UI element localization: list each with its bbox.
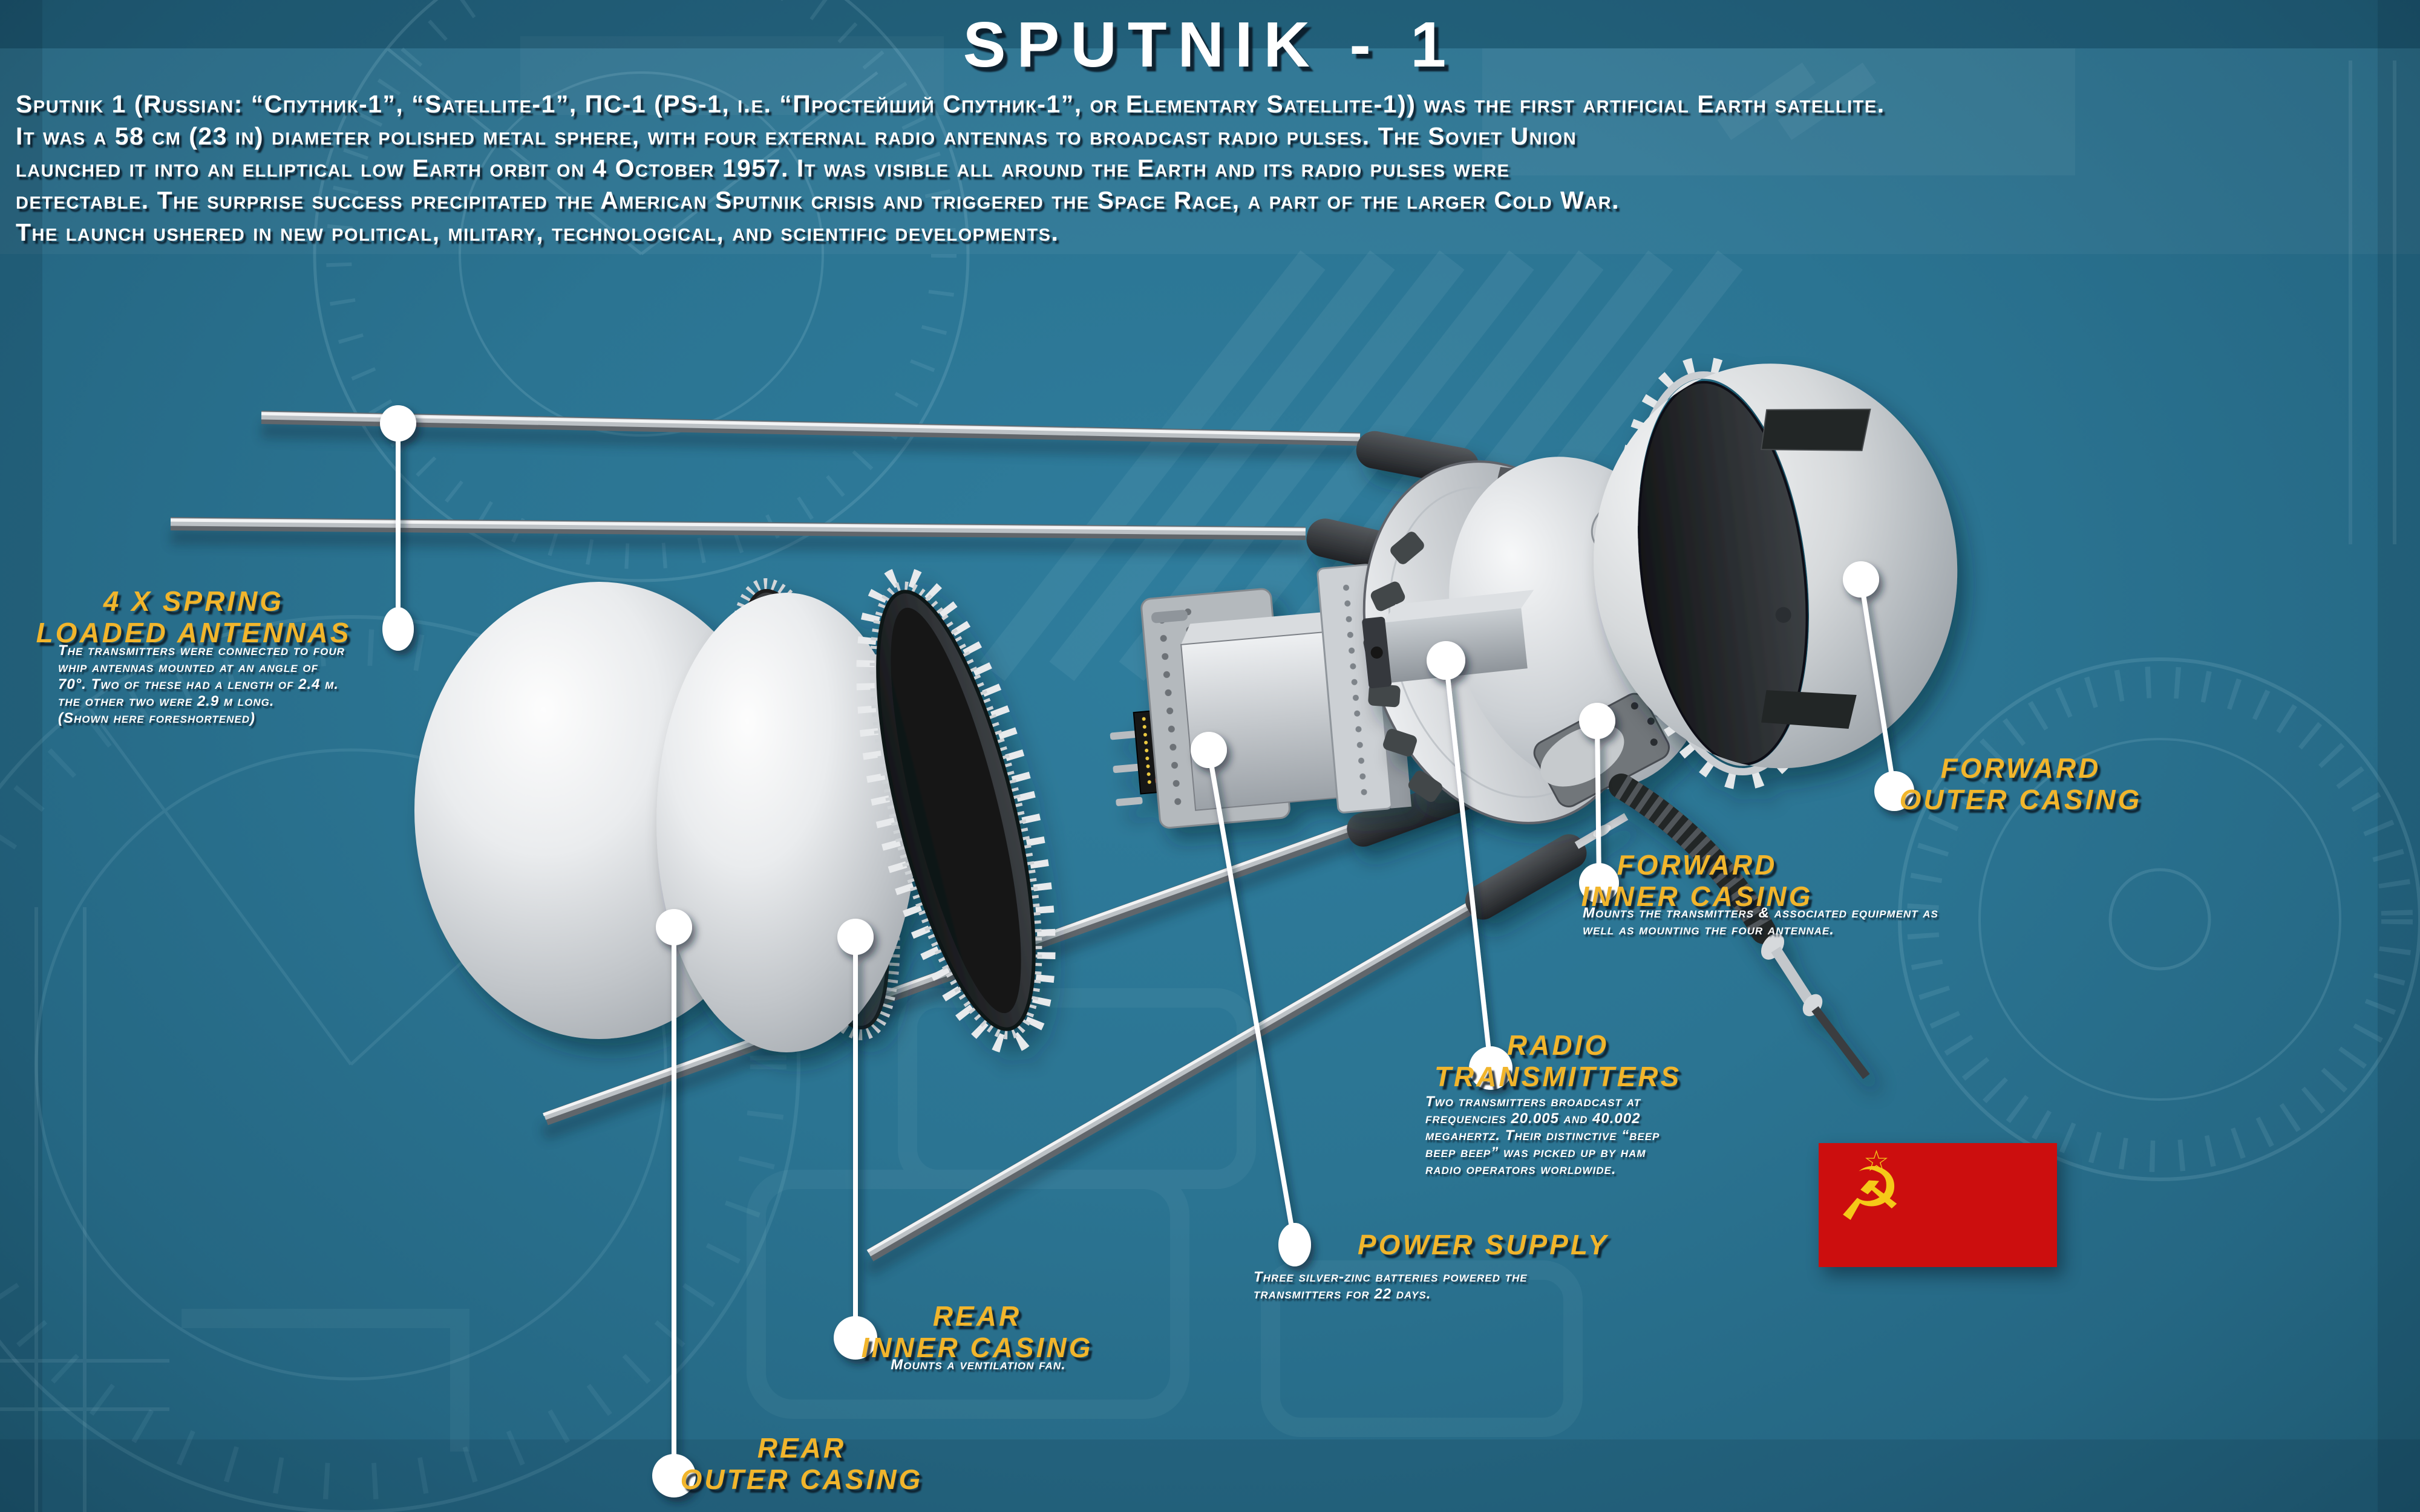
- desc-line: 70°. Two of these had a length of 2.4 m.: [58, 676, 339, 692]
- leader-forward-inner: [1579, 703, 1619, 903]
- spring-antennas-label: 4 X SPRING LOADED ANTENNAS: [24, 585, 363, 649]
- radio-transmitters-label: RADIO TRANSMITTERS: [1428, 1029, 1688, 1093]
- intro-line: Sputnik 1 (Russian: “Спутник-1”, “Satell…: [16, 90, 1885, 118]
- intro-line: The launch ushered in new political, mil…: [16, 218, 1059, 246]
- rear-inner-desc: Mounts a ventilation fan.: [830, 1357, 1127, 1374]
- forward-outer-casing: [1594, 357, 1958, 790]
- desc-line: the other two were 2.9 m long.: [58, 693, 275, 709]
- power-supply-label: POWER SUPPLY: [1358, 1229, 1609, 1260]
- label-line: REAR: [757, 1432, 846, 1464]
- radio-transmitters-desc: Two transmitters broadcast at frequencie…: [1425, 1093, 1660, 1178]
- label-line: LOADED ANTENNAS: [36, 617, 352, 649]
- label-line: INNER CASING: [1581, 881, 1813, 913]
- power-supply-unit: [1110, 564, 1411, 829]
- rear-outer-label: REAR OUTER CASING: [666, 1432, 938, 1496]
- intro-line: It was a 58 cm (23 in) diameter polished…: [16, 122, 1577, 150]
- desc-line: The transmitters were connected to four: [58, 642, 345, 659]
- intro-line: detectable. The surprise success precipi…: [16, 186, 1620, 214]
- desc-line: whip antennas mounted at an angle of: [58, 659, 318, 676]
- forward-inner-label: FORWARD INNER CASING: [1567, 849, 1827, 913]
- soviet-flag: ☆ ☭: [1819, 1143, 2057, 1267]
- hammer-and-sickle-icon: ☭: [1837, 1152, 1903, 1237]
- label-line: REAR: [932, 1300, 1022, 1332]
- desc-line: well as mounting the four antennae.: [1583, 922, 1834, 938]
- star-icon: ☆: [1863, 1144, 1890, 1178]
- desc-line: megahertz. Their distinctive “beep: [1425, 1127, 1660, 1144]
- page-title: SPUTNIK - 1: [963, 9, 1457, 80]
- label-line: TRANSMITTERS: [1434, 1061, 1682, 1093]
- forward-outer-label: FORWARD OUTER CASING: [1888, 752, 2154, 816]
- spring-antennas-desc: The transmitters were connected to four …: [58, 642, 345, 727]
- label-line: 4 X SPRING: [103, 585, 284, 617]
- leader-rear-outer: [652, 909, 696, 1497]
- desc-line: Mounts the transmitters & associated equ…: [1583, 905, 1938, 921]
- label-line: FORWARD: [1940, 752, 2101, 784]
- leader-radio-transmitters: [1427, 641, 1512, 1090]
- label-line: FORWARD: [1617, 849, 1777, 881]
- rear-inner-label: REAR INNER CASING: [847, 1300, 1107, 1364]
- desc-line: radio operators worldwide.: [1425, 1161, 1617, 1178]
- leader-spring-antennas: [380, 405, 416, 651]
- label-line: OUTER CASING: [680, 1464, 923, 1496]
- intro-paragraph: Sputnik 1 (Russian: “Спутник-1”, “Satell…: [16, 88, 2418, 249]
- desc-line: (Shown here foreshortened): [58, 710, 256, 726]
- desc-line: Mounts a ventilation fan.: [891, 1357, 1066, 1373]
- rear-inner-casing: [656, 567, 1056, 1054]
- desc-line: transmitters for 22 days.: [1254, 1286, 1431, 1302]
- leader-lines: [380, 405, 1914, 1497]
- desc-line: Two transmitters broadcast at: [1425, 1093, 1641, 1110]
- label-line: POWER SUPPLY: [1358, 1229, 1609, 1260]
- intro-line: launched it into an elliptical low Earth…: [16, 154, 1510, 182]
- leader-forward-outer: [1843, 561, 1914, 811]
- power-supply-desc: Three silver-zinc batteries powered the …: [1254, 1269, 1528, 1303]
- forward-inner-desc: Mounts the transmitters & associated equ…: [1583, 905, 1938, 939]
- label-line: RADIO: [1506, 1029, 1609, 1061]
- leader-power-supply: [1191, 732, 1311, 1266]
- desc-line: beep beep” was picked up by ham: [1425, 1144, 1646, 1161]
- label-line: INNER CASING: [861, 1332, 1093, 1364]
- desc-line: Three silver-zinc batteries powered the: [1254, 1269, 1528, 1285]
- label-line: OUTER CASING: [1899, 784, 2142, 816]
- leader-rear-inner: [834, 919, 877, 1360]
- desc-line: frequencies 20.005 and 40.002: [1425, 1110, 1641, 1127]
